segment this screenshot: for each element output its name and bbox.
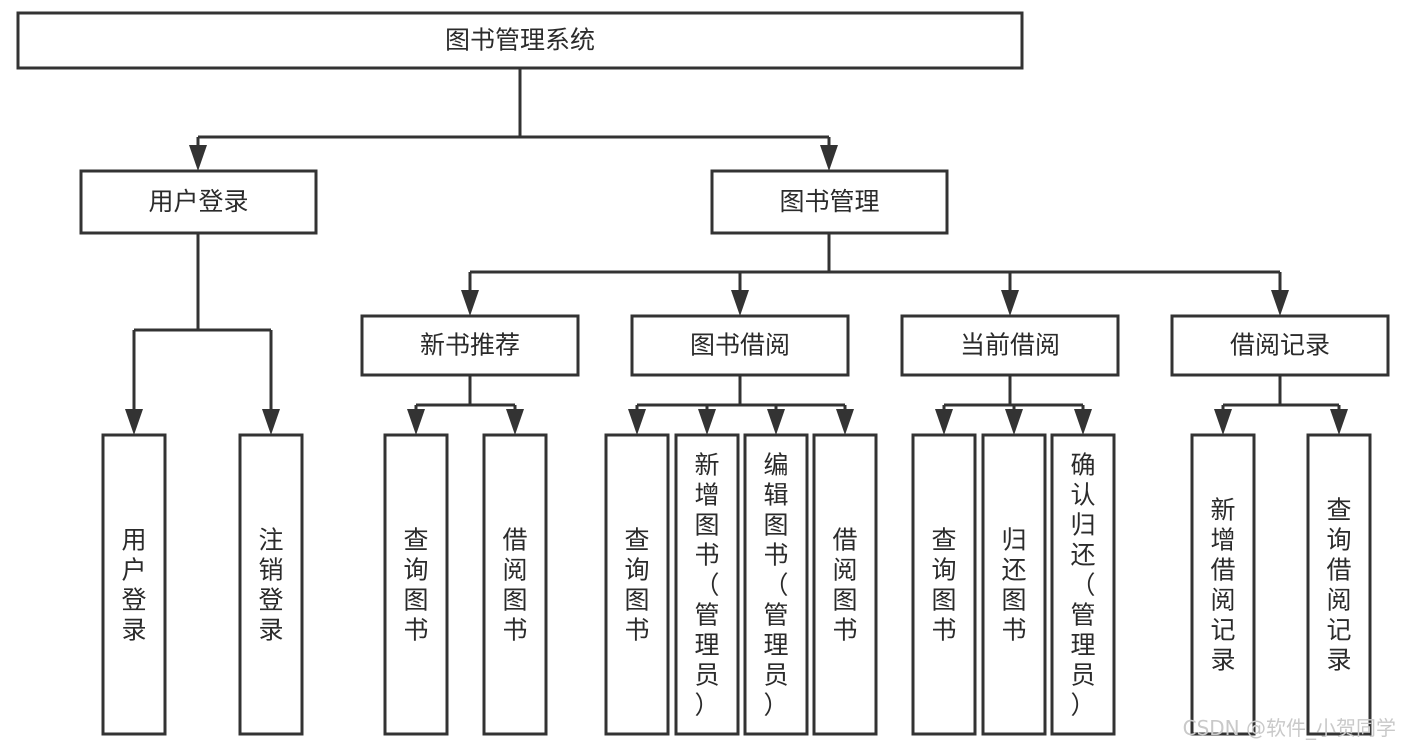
arrow-icon-bus-to-book-management [820,145,838,171]
node-label-new-book-recommend: 新书推荐 [420,331,520,360]
node-label-leaf-query-book-current: 查询图书 [931,526,956,645]
node-book-management[interactable]: 图书管理 [710,169,949,235]
node-label-leaf-query-book-recommend: 查询图书 [403,526,428,645]
node-box-leaf-return-book [981,433,1047,736]
arrow-icon-leaf-stem-query-book-recommend [407,409,425,435]
node-leaf-user-login[interactable]: 用户登录 [101,433,167,736]
arrow-icon-leaf-stem-query-borrow-record [1330,409,1348,435]
arrow-icon-bus-to-current-borrow [1001,290,1019,316]
node-box-leaf-add-borrow-record [1190,433,1256,736]
node-box-leaf-borrow-book [812,433,878,736]
node-label-user-login: 用户登录 [148,187,248,216]
connectors-layer [125,68,1348,435]
node-label-leaf-add-borrow-record: 新增借阅记录 [1210,496,1235,675]
node-box-leaf-edit-book-admin [743,433,809,736]
node-leaf-edit-book-admin[interactable]: 编辑图书（管理员） [743,433,809,736]
node-user-login[interactable]: 用户登录 [79,169,318,235]
node-box-leaf-query-book-borrow [604,433,670,736]
node-box-leaf-query-book-recommend [383,433,449,736]
node-leaf-add-book-admin[interactable]: 新增图书（管理员） [674,433,740,736]
node-leaf-query-book-recommend[interactable]: 查询图书 [383,433,449,736]
node-label-book-management: 图书管理 [779,187,879,216]
node-label-borrow-record: 借阅记录 [1230,331,1330,360]
node-label-leaf-edit-book-admin: 编辑图书（管理员） [763,451,788,720]
arrow-icon-leaf-stem-logout-login [262,409,280,435]
node-leaf-query-book-current[interactable]: 查询图书 [911,433,977,736]
node-label-root: 图书管理系统 [445,26,595,55]
node-label-leaf-query-borrow-record: 查询借阅记录 [1326,496,1351,675]
node-leaf-borrow-book-recommend[interactable]: 借阅图书 [482,433,548,736]
arrow-icon-leaf-stem-return-book [1005,409,1023,435]
node-box-new-book-recommend [360,314,580,377]
node-label-current-borrow: 当前借阅 [960,331,1060,360]
node-box-root [16,11,1024,70]
node-leaf-query-borrow-record[interactable]: 查询借阅记录 [1306,433,1372,736]
node-leaf-logout-login[interactable]: 注销登录 [238,433,304,736]
node-label-leaf-borrow-book-recommend: 借阅图书 [502,526,527,645]
node-box-book-management [710,169,949,235]
node-box-leaf-query-borrow-record [1306,433,1372,736]
arrow-icon-leaf-stem-confirm-return-admin [1074,409,1092,435]
node-leaf-query-book-borrow[interactable]: 查询图书 [604,433,670,736]
node-box-current-borrow [900,314,1120,377]
node-leaf-borrow-book[interactable]: 借阅图书 [812,433,878,736]
node-borrow-record[interactable]: 借阅记录 [1170,314,1390,377]
node-box-leaf-add-book-admin [674,433,740,736]
node-box-borrow-record [1170,314,1390,377]
node-label-leaf-borrow-book: 借阅图书 [832,526,857,645]
arrow-icon-leaf-stem-add-book-admin [698,409,716,435]
node-leaf-add-borrow-record[interactable]: 新增借阅记录 [1190,433,1256,736]
node-root[interactable]: 图书管理系统 [16,11,1024,70]
arrow-icon-leaf-stem-query-book-borrow [628,409,646,435]
node-box-book-borrow [630,314,850,377]
node-label-book-borrow: 图书借阅 [690,331,790,360]
node-label-leaf-user-login: 用户登录 [121,526,146,645]
arrow-icon-bus-to-new-book-recommend [461,290,479,316]
node-label-leaf-confirm-return-admin: 确认归还（管理员） [1070,451,1095,720]
node-book-borrow[interactable]: 图书借阅 [630,314,850,377]
node-new-book-recommend[interactable]: 新书推荐 [360,314,580,377]
arrow-icon-bus-to-book-borrow [731,290,749,316]
arrow-icon-leaf-stem-borrow-book-recommend [506,409,524,435]
watermark-label: CSDN @软件_小贺同学 [1183,716,1396,740]
node-leaf-return-book[interactable]: 归还图书 [981,433,1047,736]
node-box-leaf-query-book-current [911,433,977,736]
arrow-icon-leaf-stem-add-borrow-record [1214,409,1232,435]
node-leaf-confirm-return-admin[interactable]: 确认归还（管理员） [1050,433,1116,736]
node-box-leaf-borrow-book-recommend [482,433,548,736]
node-label-leaf-logout-login: 注销登录 [258,526,283,645]
node-box-leaf-confirm-return-admin [1050,433,1116,736]
node-box-leaf-logout-login [238,433,304,736]
arrow-icon-leaf-stem-borrow-book [836,409,854,435]
node-box-leaf-user-login [101,433,167,736]
node-label-leaf-query-book-borrow: 查询图书 [624,526,649,645]
node-box-user-login [79,169,318,235]
node-current-borrow[interactable]: 当前借阅 [900,314,1120,377]
arrow-icon-leaf-stem-query-book-current [935,409,953,435]
arrow-icon-leaf-stem-user-login [125,409,143,435]
arrow-icon-leaf-stem-edit-book-admin [767,409,785,435]
node-label-leaf-return-book: 归还图书 [1001,526,1026,645]
nodes-layer: 图书管理系统用户登录图书管理新书推荐图书借阅当前借阅借阅记录用户登录注销登录查询… [16,11,1390,736]
node-label-leaf-add-book-admin: 新增图书（管理员） [694,451,719,720]
arrow-icon-bus-to-borrow-record [1271,290,1289,316]
arrow-icon-bus-to-user-login [189,145,207,171]
